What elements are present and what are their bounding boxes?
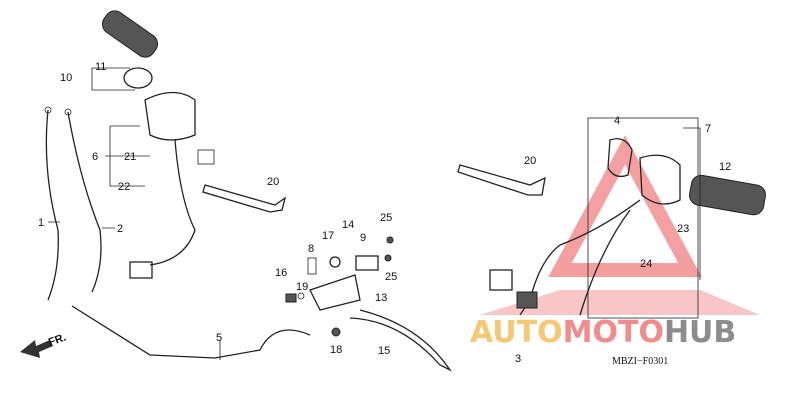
svg-text:3: 3 bbox=[515, 353, 521, 365]
clutch-cable bbox=[71, 305, 311, 359]
svg-text:23: 23 bbox=[677, 223, 689, 235]
svg-text:4: 4 bbox=[614, 115, 620, 127]
right-switch-housing bbox=[489, 117, 699, 319]
svg-text:17: 17 bbox=[322, 230, 334, 242]
svg-text:19: 19 bbox=[296, 281, 308, 293]
svg-text:21: 21 bbox=[124, 151, 136, 163]
svg-text:25: 25 bbox=[380, 212, 392, 224]
svg-text:6: 6 bbox=[92, 151, 98, 163]
fr-arrow bbox=[20, 340, 53, 358]
direction-label: FR. bbox=[47, 331, 68, 348]
svg-text:11: 11 bbox=[95, 61, 106, 73]
svg-text:25: 25 bbox=[385, 271, 397, 283]
watermark-logo: AUTOMOTOHUB bbox=[470, 315, 736, 350]
svg-text:24: 24 bbox=[640, 258, 652, 270]
svg-text:13: 13 bbox=[375, 292, 387, 304]
svg-text:1: 1 bbox=[38, 217, 44, 229]
svg-text:20: 20 bbox=[267, 176, 279, 188]
svg-text:10: 10 bbox=[60, 72, 72, 84]
svg-text:16: 16 bbox=[275, 267, 287, 279]
drawing-code: MBZI−F0301 bbox=[612, 356, 668, 367]
svg-text:20: 20 bbox=[524, 155, 536, 167]
watermark-triangle bbox=[480, 135, 760, 315]
svg-text:18: 18 bbox=[330, 344, 342, 356]
svg-text:15: 15 bbox=[378, 345, 390, 357]
svg-text:22: 22 bbox=[118, 181, 130, 193]
right-grip bbox=[689, 174, 766, 216]
clutch-lever-assembly bbox=[285, 236, 452, 372]
tie-strap-right bbox=[457, 164, 546, 196]
left-switch-housing bbox=[129, 91, 215, 279]
svg-text:2: 2 bbox=[117, 223, 123, 235]
svg-text:7: 7 bbox=[705, 123, 711, 135]
svg-text:14: 14 bbox=[342, 219, 354, 231]
left-grip bbox=[101, 10, 159, 89]
svg-text:12: 12 bbox=[719, 161, 731, 173]
callout-labels: 1 2 3 4 5 6 7 8 9 10 11 12 13 14 15 16 1… bbox=[38, 61, 731, 365]
svg-text:8: 8 bbox=[308, 243, 314, 255]
tie-strap-left bbox=[202, 184, 287, 213]
leader-lines bbox=[48, 67, 701, 360]
throttle-cables bbox=[44, 106, 102, 301]
svg-text:5: 5 bbox=[216, 332, 222, 344]
svg-text:9: 9 bbox=[360, 232, 366, 244]
